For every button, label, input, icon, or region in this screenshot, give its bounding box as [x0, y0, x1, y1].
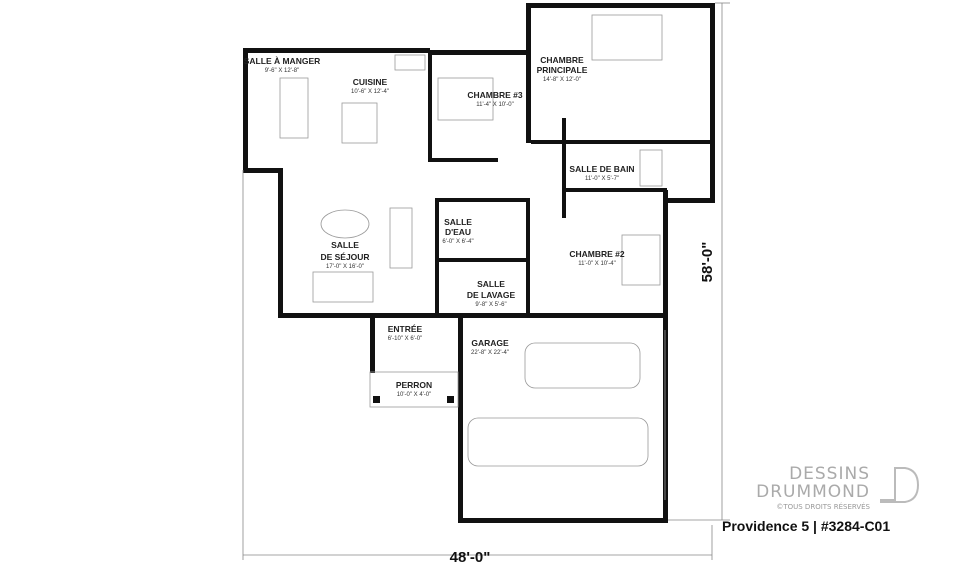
room-salle-de-sejour: SALLE: [331, 240, 359, 250]
depth-dimension: 58'-0": [699, 242, 716, 283]
room-size: 10'-6" X 12'-4": [351, 89, 389, 95]
room-name-line2: D'EAU: [445, 227, 471, 237]
room-chambre-3: CHAMBRE #3: [467, 90, 523, 100]
room-perron: PERRON: [396, 380, 432, 390]
room-size: 22'-8" X 22'-4": [471, 350, 509, 356]
room-salle-a-manger: SALLE À MANGER: [244, 56, 321, 66]
room-salle-de-lavage: SALLE: [477, 279, 505, 289]
room-size: 9'-8" X 5'-6": [475, 302, 506, 308]
room-size: 6'-10" X 6'-0": [388, 336, 423, 342]
room-cuisine: CUISINE: [353, 77, 388, 87]
dimension-lines: 48'-0" 58'-0": [242, 2, 730, 566]
room-size: 6'-0" X 6'-4": [442, 239, 473, 245]
room-size: 10'-0" X 4'-0": [397, 392, 432, 398]
room-labels: SALLE À MANGER 9'-6" X 12'-8" CUISINE 10…: [244, 55, 635, 398]
room-salle-de-bain: SALLE DE BAIN: [569, 164, 634, 174]
walls: [243, 3, 715, 523]
room-chambre-principale: CHAMBRE: [540, 55, 584, 65]
room-chambre-2: CHAMBRE #2: [569, 249, 625, 259]
brand-line1: DESSINS: [789, 464, 870, 484]
room-salle-d-eau: SALLE: [444, 217, 472, 227]
room-size: 11'-0" X 10'-4": [578, 261, 615, 267]
brand-logo-icon: [880, 467, 920, 503]
brand-line2: DRUMMOND: [756, 482, 870, 502]
room-size: 11'-0" X 5'-7": [585, 176, 619, 182]
room-size: 14'-8" X 12'-0": [543, 77, 581, 83]
room-name-line2: DE SÉJOUR: [320, 252, 369, 262]
room-size: 11'-4" X 10'-0": [476, 102, 513, 108]
plan-caption: Providence 5 | #3284-C01: [722, 518, 891, 534]
furniture: [279, 14, 666, 500]
room-name-line2: PRINCIPALE: [537, 65, 588, 75]
room-size: 9'-6" X 12'-8": [265, 68, 300, 74]
room-size: 17'-0" X 16'-0": [326, 264, 364, 270]
brand-rights: ©TOUS DROITS RÉSERVÉS: [776, 503, 870, 511]
room-name-line2: DE LAVAGE: [467, 290, 516, 300]
room-garage: GARAGE: [471, 338, 509, 348]
width-dimension: 48'-0": [450, 549, 491, 566]
room-entree: ENTRÉE: [388, 324, 423, 334]
